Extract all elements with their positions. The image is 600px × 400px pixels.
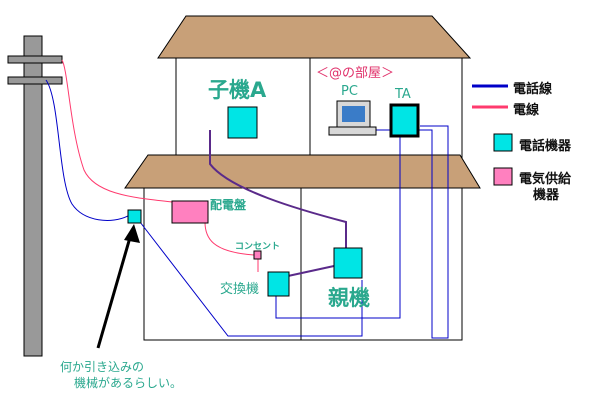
legend-phone-line-label: 電話線 (513, 82, 553, 97)
breaker-panel (171, 200, 209, 224)
power-wire-breaker-to-outlet (204, 221, 255, 256)
pole-crossarm-top (7, 55, 63, 64)
utility-pole (23, 35, 43, 357)
child-unit-a (227, 106, 258, 139)
exchange-label: 交換機 (220, 282, 260, 297)
exchange-unit (267, 271, 290, 297)
phone-wire-ta-loop (418, 125, 449, 339)
pc-label: PC (341, 84, 358, 99)
upper-roof (157, 15, 472, 59)
room-label: ＜@の部屋＞ (316, 66, 395, 81)
parent-unit (333, 247, 363, 279)
legend-power-device-swatch (493, 167, 513, 186)
legend-phone-device-swatch (493, 133, 513, 152)
child-unit-label: 子機A (208, 78, 267, 102)
arrow-shaft (96, 233, 133, 349)
phone-wire-pole-to-box (45, 79, 129, 221)
arrow-head (124, 224, 140, 243)
power-wire-pole-to-breaker (61, 59, 173, 203)
phone-wire-child-to-parent (209, 130, 347, 248)
outlet-label: コンセント (235, 242, 281, 252)
legend-power-device-label-2: 機器 (533, 188, 560, 203)
legend-power-device-label-1: 電気供給 (519, 172, 572, 187)
breaker-label: 配電盤 (210, 198, 247, 212)
parent-unit-label: 親機 (328, 286, 370, 310)
pc-screen (342, 106, 365, 122)
pc-base (328, 126, 377, 136)
junction-box (127, 209, 142, 224)
legend-power-line-label: 電線 (513, 103, 540, 118)
outlet (253, 250, 262, 260)
lower-roof (124, 154, 481, 189)
pole-crossarm-bottom (7, 76, 63, 85)
ta-label: TA (395, 87, 411, 102)
phone-wire-box-to-exchange (139, 221, 363, 337)
note-line-2: 機械があるらしい。 (74, 376, 183, 390)
phone-wire-exchange-to-parent (287, 265, 335, 277)
note-line-1: 何か引き込みの (60, 360, 145, 374)
ta-device (389, 103, 420, 138)
legend-phone-device-label: 電話機器 (519, 139, 572, 154)
